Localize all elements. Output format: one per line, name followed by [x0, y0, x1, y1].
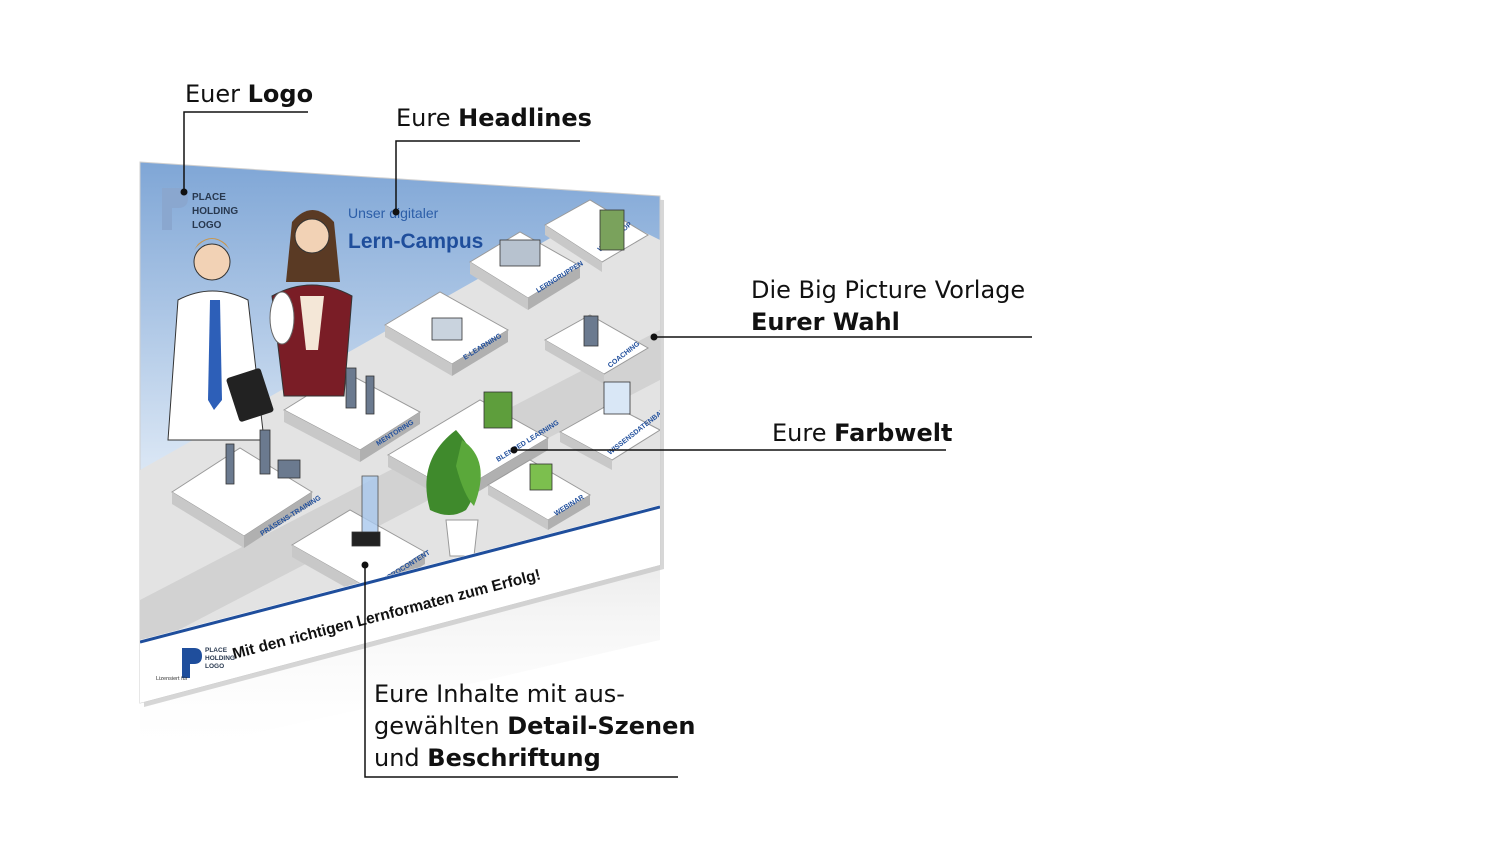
callout-colors: Eure Farbwelt — [772, 419, 953, 447]
leader-content — [364, 565, 678, 778]
leader-logo — [183, 111, 308, 190]
poster-logo: PLACE HOLDING LOGO — [162, 188, 241, 231]
platform-praesenz-training — [171, 447, 313, 548]
leader-headlines — [395, 140, 580, 210]
poster-footer-logo: PLACE HOLDING LOGO — [182, 647, 237, 678]
scene-figures — [225, 209, 631, 547]
callout-template: Die Big Picture Vorlage Eurer Wahl — [751, 276, 1026, 336]
svg-text:PLACE HOLDING LOGO: PLACE HOLDING LOGO — [192, 192, 241, 231]
presenter-man — [167, 238, 274, 441]
footer-band — [140, 505, 660, 703]
dot-headlines — [392, 208, 400, 216]
dot-template — [650, 333, 658, 341]
callout-logo: Euer Logo — [185, 80, 314, 108]
dot-content — [361, 561, 369, 569]
dot-colors — [510, 446, 518, 454]
footer-rule — [140, 505, 660, 644]
callout-content: Eure Inhalte mit aus- gewählten Detail-S… — [374, 680, 696, 772]
road — [140, 330, 660, 650]
svg-text:PLACE HOLDING LOGO: PLACE HOLDING LOGO — [205, 647, 237, 670]
poster-license: Lizensiert für — [156, 676, 188, 682]
poster-reflection — [140, 565, 660, 760]
dot-logo — [180, 188, 188, 196]
callout-headlines: Eure Headlines — [396, 104, 592, 132]
plant — [426, 430, 481, 557]
presenter-woman — [269, 210, 353, 397]
poster-headline-large: Lern-Campus — [348, 230, 483, 253]
